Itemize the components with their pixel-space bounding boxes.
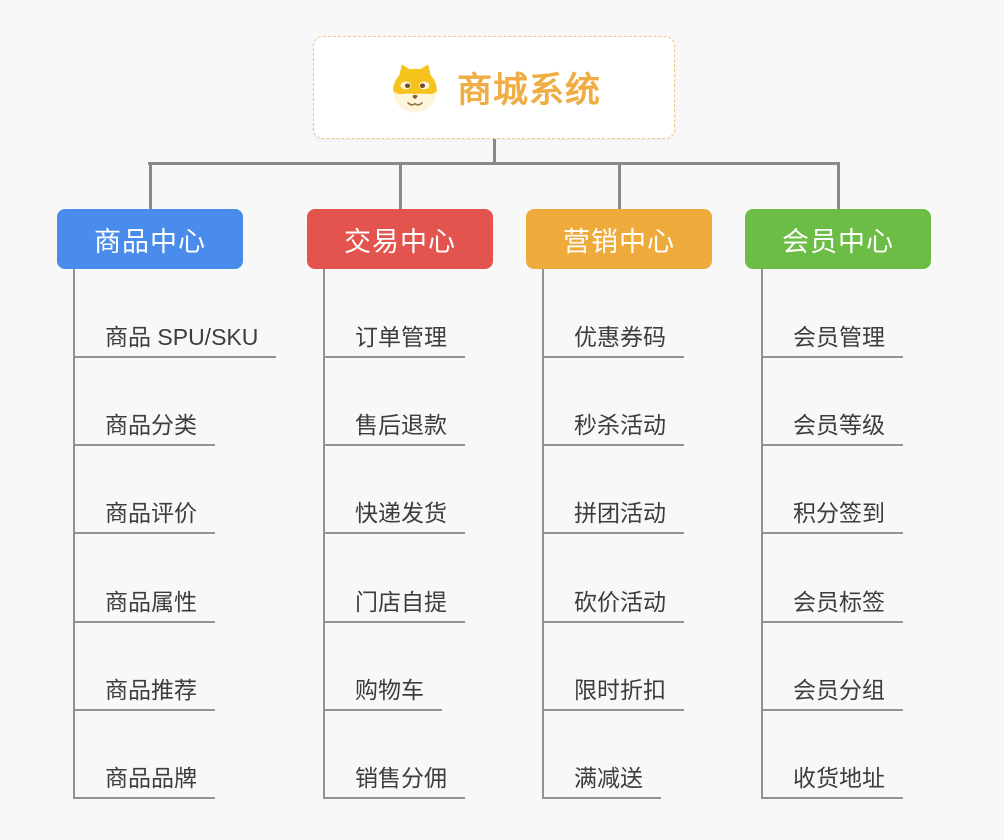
- leaf-node[interactable]: 快递发货: [323, 497, 465, 535]
- leaf-label: 会员分组: [793, 676, 885, 703]
- leaf-node[interactable]: 商品 SPU/SKU: [73, 321, 277, 358]
- leaf-label: 优惠券码: [574, 324, 666, 350]
- branch-column: 会员中心 会员管理会员等级积分签到会员标签会员分组收货地址: [745, 209, 931, 809]
- branch-drop-line: [836, 162, 840, 210]
- leaf-node[interactable]: 积分签到: [761, 497, 903, 535]
- branch-drop-line: [617, 162, 621, 210]
- tree-horizontal-line: [148, 162, 840, 165]
- branch-node[interactable]: 营销中心: [526, 209, 712, 269]
- leaf-node[interactable]: 售后退款: [323, 409, 465, 447]
- leaf-label: 商品分类: [105, 412, 197, 439]
- leaf-node[interactable]: 限时折扣: [542, 674, 684, 711]
- leaf-node[interactable]: 商品分类: [73, 409, 215, 447]
- leaf-label: 售后退款: [355, 412, 447, 439]
- branch-node[interactable]: 交易中心: [307, 209, 493, 269]
- leaf-label: 会员等级: [793, 412, 885, 439]
- root-node[interactable]: 商城系统: [313, 36, 675, 139]
- leaf-node[interactable]: 会员管理: [761, 321, 903, 358]
- leaf-label: 商品品牌: [105, 765, 197, 791]
- leaf-node[interactable]: 优惠券码: [542, 321, 684, 358]
- branch-column: 营销中心 优惠券码秒杀活动拼团活动砍价活动限时折扣满减送: [526, 209, 712, 809]
- leaf-label: 拼团活动: [574, 500, 666, 527]
- branch-label: 会员中心: [782, 226, 894, 257]
- leaf-node[interactable]: 满减送: [542, 762, 661, 799]
- branch-label: 商品中心: [94, 226, 206, 257]
- leaf-label: 积分签到: [793, 500, 885, 527]
- leaf-label: 商品属性: [105, 588, 197, 615]
- leaf-label: 砍价活动: [574, 588, 666, 615]
- branch-column: 交易中心 订单管理售后退款快递发货门店自提购物车销售分佣: [307, 209, 493, 809]
- branch-node[interactable]: 商品中心: [57, 209, 243, 269]
- leaf-node[interactable]: 商品品牌: [73, 762, 215, 799]
- leaf-node[interactable]: 会员等级: [761, 409, 903, 447]
- leaf-label: 满减送: [574, 765, 643, 791]
- branch-node[interactable]: 会员中心: [745, 209, 931, 269]
- branch-column: 商品中心 商品 SPU/SKU 商品分类商品评价商品属性商品推荐商品品牌: [57, 209, 277, 809]
- leaf-label: 商品评价: [105, 500, 197, 527]
- branch-drop-line: [148, 162, 152, 210]
- leaf-node[interactable]: 门店自提: [323, 586, 465, 623]
- leaf-label: 销售分佣: [355, 765, 447, 791]
- leaf-label: 订单管理: [355, 324, 447, 350]
- leaf-node[interactable]: 会员分组: [761, 674, 903, 711]
- leaf-label: 快递发货: [355, 500, 447, 527]
- leaf-label: 秒杀活动: [574, 412, 666, 439]
- leaf-label: 商品 SPU/SKU: [105, 324, 259, 350]
- leaf-node[interactable]: 商品评价: [73, 497, 215, 535]
- doge-icon: [387, 60, 443, 116]
- leaf-label: 限时折扣: [574, 676, 666, 703]
- leaf-label: 门店自提: [355, 588, 447, 615]
- root-stem-line: [493, 139, 496, 165]
- leaf-node[interactable]: 拼团活动: [542, 497, 684, 535]
- leaf-node[interactable]: 订单管理: [323, 321, 465, 358]
- branch-drop-line: [398, 162, 402, 210]
- leaf-node[interactable]: 砍价活动: [542, 586, 684, 623]
- branch-label: 交易中心: [344, 226, 456, 257]
- leaf-node[interactable]: 秒杀活动: [542, 409, 684, 447]
- leaf-label: 会员标签: [793, 588, 885, 615]
- branch-label: 营销中心: [563, 226, 675, 257]
- leaf-node[interactable]: 商品属性: [73, 586, 215, 623]
- leaf-node[interactable]: 商品推荐: [73, 674, 215, 711]
- leaf-node[interactable]: 购物车: [323, 674, 442, 711]
- leaf-label: 购物车: [355, 676, 424, 703]
- leaf-node[interactable]: 销售分佣: [323, 762, 465, 799]
- leaf-node[interactable]: 会员标签: [761, 586, 903, 623]
- leaf-label: 商品推荐: [105, 676, 197, 703]
- root-title: 商城系统: [456, 71, 601, 110]
- leaf-node[interactable]: 收货地址: [761, 762, 903, 799]
- leaf-label: 会员管理: [793, 324, 885, 350]
- leaf-label: 收货地址: [793, 765, 885, 791]
